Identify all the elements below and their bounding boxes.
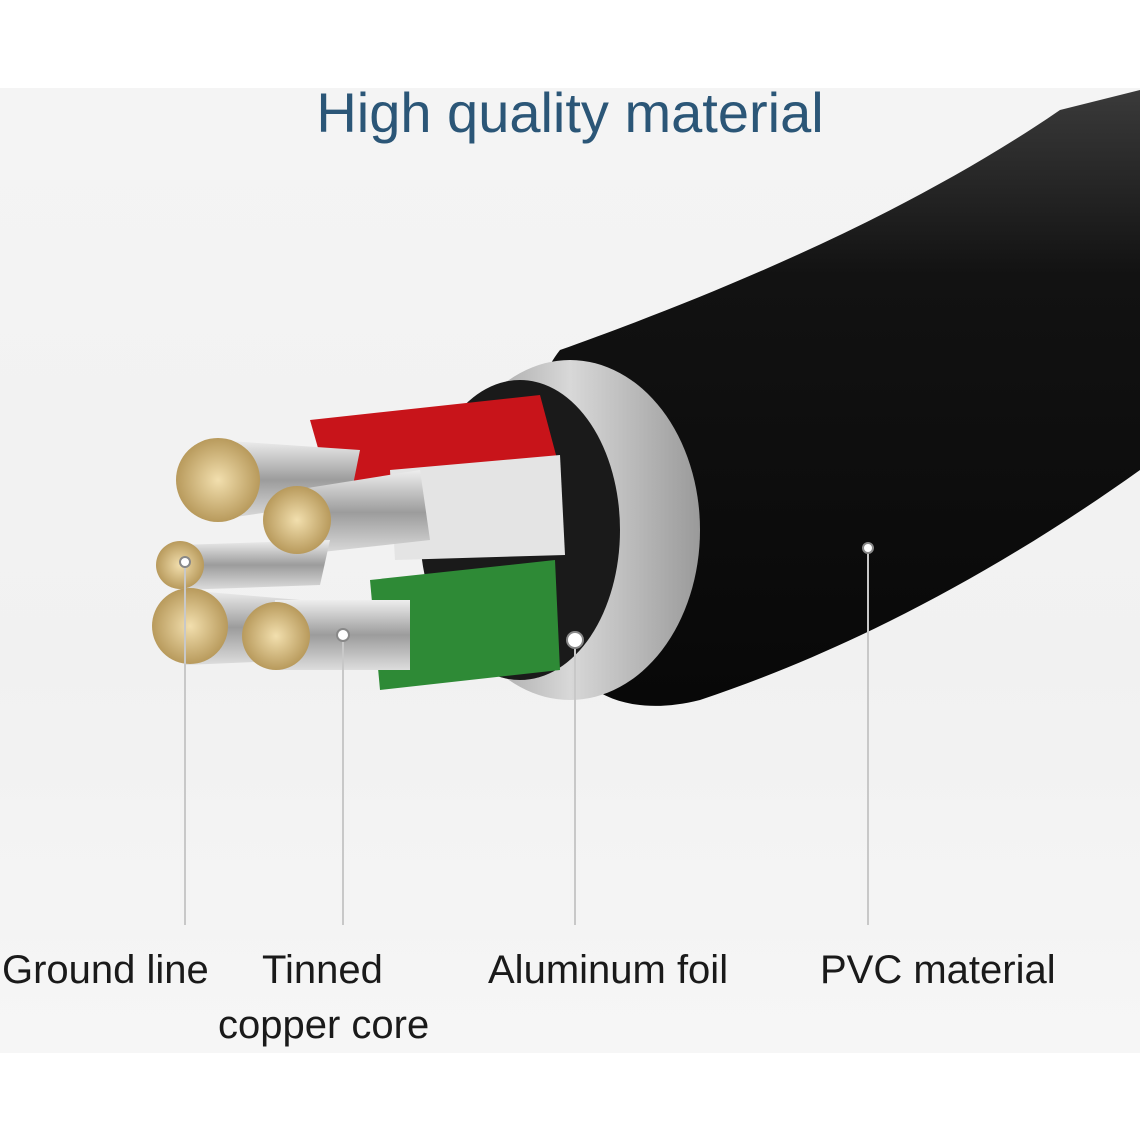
copper-strands [242,602,310,670]
green-wire [370,560,560,690]
copper-strands [176,438,260,522]
label-aluminum-foil: Aluminum foil [488,948,729,992]
white-wire [390,455,565,560]
pointer-dot [336,628,350,642]
label-copper-core: copper core [218,1003,430,1047]
copper-strands [152,588,228,664]
pointer-dot [566,631,584,649]
page-title: High quality material [316,81,824,144]
copper-strands [263,486,331,554]
label-pvc-material: PVC material [820,948,1056,992]
pointer-dot [862,542,874,554]
label-tinned: Tinned [262,948,383,992]
pointer-dot [179,556,191,568]
label-ground-line: Ground line [2,948,209,992]
